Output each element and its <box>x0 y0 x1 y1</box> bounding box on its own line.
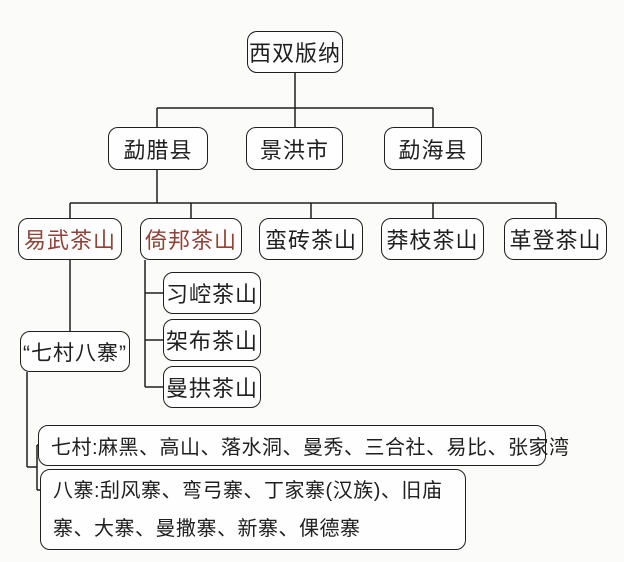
node-jiabu-tea-mountain: 架布茶山 <box>163 319 261 361</box>
node-manzhuan-tea-mountain: 蛮砖茶山 <box>259 218 363 260</box>
node-xikong-tea-mountain: 习崆茶山 <box>163 272 261 314</box>
node-seven-villages-list: 七村:麻黑、高山、落水洞、曼秀、三合社、易比、张家湾 <box>38 425 569 466</box>
node-seven-villages-eight-stockades: “七村八寨” <box>20 331 130 372</box>
node-yiwu-tea-mountain: 易武茶山 <box>18 218 122 260</box>
node-xishuangbanna: 西双版纳 <box>247 31 343 73</box>
node-gedeng-tea-mountain: 革登茶山 <box>504 218 607 260</box>
node-yibang-tea-mountain: 倚邦茶山 <box>140 218 242 260</box>
node-mangzhi-tea-mountain: 莽枝茶山 <box>381 218 484 260</box>
node-mangong-tea-mountain: 曼拱茶山 <box>163 366 261 408</box>
node-eight-stockades-list: 八寨:刮风寨、弯弓寨、丁家寨(汉族)、旧庙寨、大寨、曼撒寨、新寨、倮德寨 <box>40 469 466 550</box>
node-jinghong-city: 景洪市 <box>246 127 343 170</box>
node-mengla-county: 勐腊县 <box>108 127 208 170</box>
node-menghai-county: 勐海县 <box>384 127 482 170</box>
